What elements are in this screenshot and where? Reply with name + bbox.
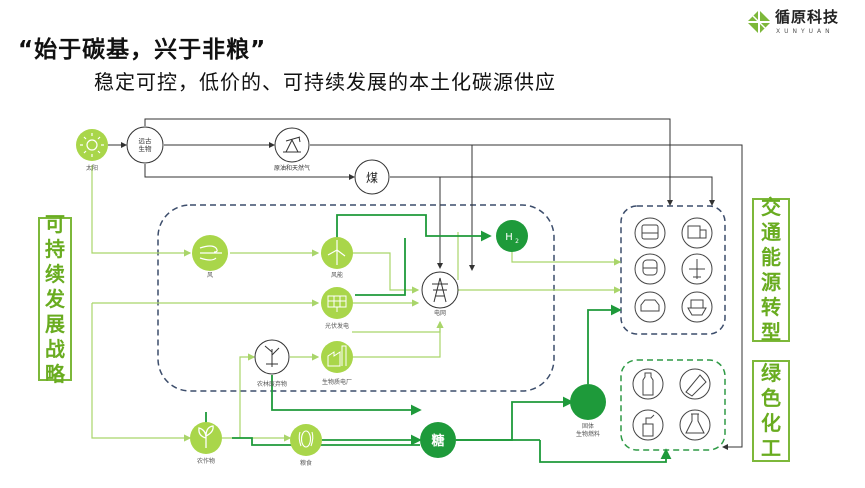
flow-ancient-coal xyxy=(144,164,355,180)
h2-subscript: 2 xyxy=(515,238,519,245)
leaf-logo-icon xyxy=(747,10,771,34)
node-windpower: 风能 xyxy=(321,237,353,279)
h2-label: H xyxy=(505,232,513,243)
solidbio-label-2: 生物燃料 xyxy=(576,430,600,438)
renewable-region xyxy=(157,204,555,392)
ancient-label-1: 远古 xyxy=(139,136,153,145)
page-title: “始于碳基，兴于非粮” xyxy=(18,37,267,63)
bag-icon xyxy=(679,368,711,400)
bus-icon xyxy=(634,217,666,249)
spray-bottle-icon xyxy=(632,409,664,441)
windpower-label: 风能 xyxy=(331,271,343,279)
page-subtitle: 稳定可控，低价的、可持续发展的本土化碳源供应 xyxy=(94,70,556,94)
node-oilgas: 原油和天然气 xyxy=(274,127,310,172)
flow-crops-waste xyxy=(239,353,256,438)
flow-sugar-solidbio xyxy=(456,396,574,441)
node-coal: 煤 xyxy=(354,159,390,195)
bioplant-label: 生物质电厂 xyxy=(322,378,352,386)
node-h2: H 2 xyxy=(496,220,528,252)
train-icon xyxy=(634,253,666,285)
grain-label: 粮食 xyxy=(300,459,312,467)
transport-region xyxy=(620,205,726,335)
wind-label: 风 xyxy=(207,272,213,279)
node-sun: 太阳 xyxy=(76,129,108,172)
car-icon xyxy=(634,291,666,323)
transport-label: 交通能源转型 xyxy=(761,195,781,344)
flow-waste-sugar xyxy=(271,375,422,416)
flow-oilgas-right xyxy=(310,144,743,450)
solar-label: 光伏发电 xyxy=(325,322,349,330)
chemical-icons xyxy=(632,368,711,441)
strategy-label-box: 可持续发展战略 xyxy=(38,212,72,386)
oil-pump-icon xyxy=(283,136,301,153)
node-wind: 风 xyxy=(192,235,228,279)
chemical-label-box: 绿色化工 xyxy=(752,360,790,462)
flow-h2-transport xyxy=(511,252,622,266)
node-waste: 农林废弃物 xyxy=(254,339,290,388)
flow-windpower-h2 xyxy=(336,214,492,242)
flow-coal-branch xyxy=(440,176,715,206)
wind-icon xyxy=(199,245,222,261)
node-solar: 光伏发电 xyxy=(321,287,353,330)
airplane-icon xyxy=(681,253,713,285)
ancient-label-2: 生物 xyxy=(139,144,153,153)
corn-icon xyxy=(298,430,314,448)
sugar-label: 糖 xyxy=(431,433,444,449)
node-solidbio: 固体 生物燃料 xyxy=(570,384,606,438)
node-sugar: 糖 xyxy=(420,422,456,458)
node-ancient: 远古 生物 xyxy=(126,126,164,164)
flow-sun-crops xyxy=(91,303,192,442)
transport-icons xyxy=(634,217,713,323)
flow-solidbio-transport xyxy=(587,304,622,384)
solidbio-label-1: 固体 xyxy=(582,422,594,430)
node-crops: 农作物 xyxy=(190,422,222,465)
chemical-region xyxy=(620,359,726,451)
factory-icon xyxy=(327,345,347,367)
node-grid: 电网 xyxy=(421,271,459,317)
waste-label: 农林废弃物 xyxy=(257,380,287,388)
flow-top-transport xyxy=(144,118,673,206)
logo-subtitle: XUNYUAN xyxy=(776,28,834,35)
flow-windpower-grid xyxy=(352,252,420,294)
crops-label: 农作物 xyxy=(197,457,215,465)
transport-label-box: 交通能源转型 xyxy=(752,195,790,344)
solar-panel-icon xyxy=(327,295,347,312)
flow-solar-h2 xyxy=(355,238,406,296)
flask-icon xyxy=(679,409,711,441)
strategy-label: 可持续发展战略 xyxy=(45,211,65,386)
flow-coal-right xyxy=(390,176,443,269)
coal-label: 煤 xyxy=(366,171,378,185)
oilgas-label: 原油和天然气 xyxy=(274,164,310,172)
bottle-icon xyxy=(632,368,664,400)
sprout-icon xyxy=(198,425,214,448)
ship-icon xyxy=(681,291,713,323)
truck-icon xyxy=(681,217,713,249)
flow-grid-solar xyxy=(352,322,441,333)
flow-bioplant-grid xyxy=(352,320,444,358)
flow-crops-sugar2 xyxy=(232,437,420,446)
flow-sun-wind xyxy=(91,165,192,257)
power-tower-icon xyxy=(432,277,448,303)
flow-sugar-chem xyxy=(539,440,672,463)
logo-name: 循原科技 xyxy=(775,8,840,26)
chemical-label: 绿色化工 xyxy=(761,361,781,460)
biomass-waste-icon xyxy=(264,345,280,367)
sun-label: 太阳 xyxy=(86,164,98,172)
sun-icon xyxy=(80,133,104,157)
node-grain: 粮食 xyxy=(290,424,322,467)
grid-label: 电网 xyxy=(434,309,446,317)
company-logo: 循原科技 XUNYUAN xyxy=(745,6,857,42)
node-bioplant: 生物质电厂 xyxy=(321,341,353,386)
wind-turbine-icon xyxy=(327,240,346,265)
